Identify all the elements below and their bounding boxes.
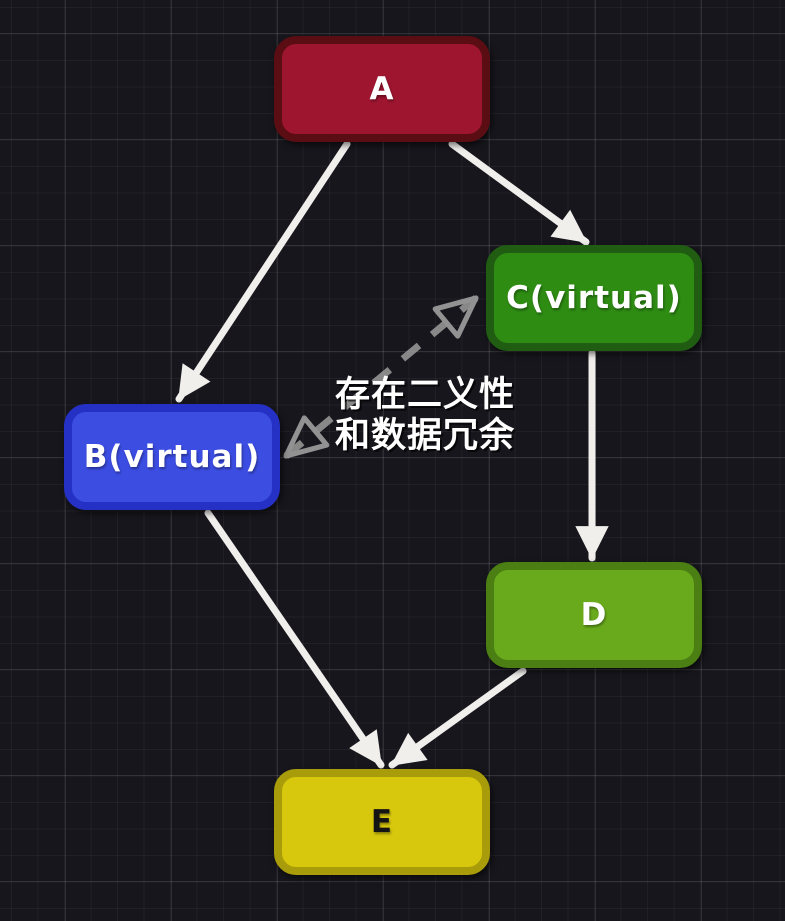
edge-A-to-C [448, 140, 590, 246]
node-A-label: A [369, 71, 395, 107]
node-B-virtual: B(virtual) [64, 404, 280, 510]
node-E: E [274, 769, 490, 875]
node-D: D [486, 562, 702, 668]
node-C-virtual: C(virtual) [486, 245, 702, 351]
annotation-line-1: 存在二义性 [334, 375, 515, 415]
node-B-label: B(virtual) [83, 439, 261, 475]
node-E-label: E [370, 804, 394, 840]
edge-B-C-dashed-bidirectional [283, 295, 479, 459]
ambiguity-annotation: 存在二义性 和数据冗余 [330, 375, 520, 457]
node-D-label: D [580, 597, 608, 633]
edge-D-to-E [388, 667, 527, 769]
edge-B-to-E [204, 509, 385, 769]
node-A: A [274, 36, 490, 142]
edge-A-to-B [175, 140, 351, 403]
annotation-line-2: 和数据冗余 [334, 416, 515, 456]
node-C-label: C(virtual) [506, 280, 682, 316]
